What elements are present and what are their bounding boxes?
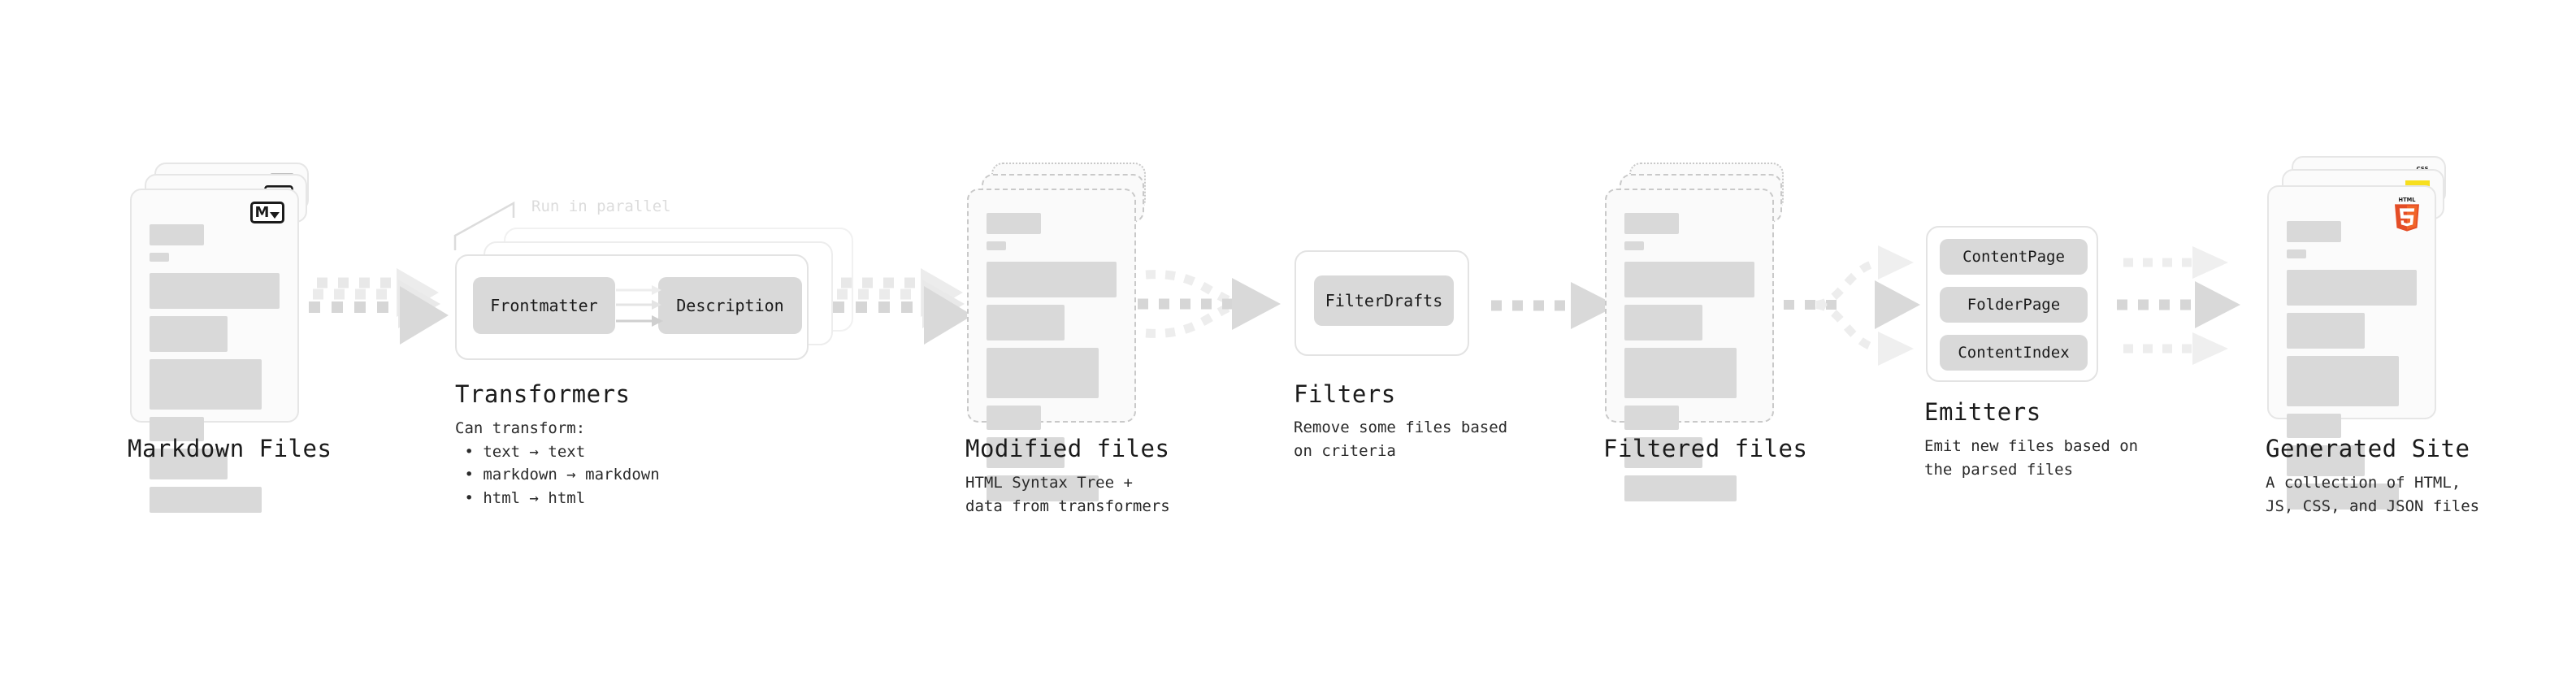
content-bar bbox=[150, 253, 169, 262]
emitters-title: Emitters bbox=[1924, 398, 2041, 426]
content-bar bbox=[150, 449, 228, 479]
html5-icon: HTML bbox=[2395, 197, 2419, 232]
file-content-bars bbox=[2287, 221, 2417, 517]
content-bar bbox=[987, 437, 1065, 468]
content-bar bbox=[987, 262, 1117, 297]
connector-filters-to-filtered bbox=[1491, 282, 1617, 329]
generated-site-subtitle: A collection of HTML, JS, CSS, and JSON … bbox=[2266, 474, 2480, 515]
content-bar bbox=[1624, 348, 1737, 398]
generated-site-title: Generated Site bbox=[2266, 435, 2470, 462]
transformers-title: Transformers bbox=[455, 380, 631, 408]
content-bar bbox=[1624, 262, 1754, 297]
run-in-parallel-bracket bbox=[453, 201, 515, 250]
content-bar bbox=[987, 348, 1099, 398]
content-bar bbox=[150, 487, 262, 513]
run-in-parallel-label: Run in parallel bbox=[531, 197, 671, 215]
content-bar bbox=[2287, 445, 2365, 476]
content-bar bbox=[2287, 249, 2306, 258]
file-content-bars bbox=[987, 213, 1117, 509]
emitter-node-folderpage[interactable]: FolderPage bbox=[1940, 287, 2088, 323]
file-content-bars bbox=[1624, 213, 1754, 509]
content-bar bbox=[987, 305, 1065, 340]
connector-emitters-to-site bbox=[2117, 246, 2240, 365]
modified-file-card-front bbox=[967, 189, 1136, 501]
content-bar bbox=[150, 359, 262, 410]
content-bar bbox=[1624, 241, 1644, 250]
content-bar bbox=[2287, 270, 2417, 306]
generated-file-card-html: HTML bbox=[2267, 185, 2436, 510]
emitter-node-contentpage[interactable]: ContentPage bbox=[1940, 239, 2088, 275]
content-bar bbox=[1624, 475, 1737, 501]
content-bar bbox=[150, 224, 205, 245]
connector-transformers-to-modified bbox=[833, 268, 973, 345]
connector-filtered-to-emitters bbox=[1784, 245, 1920, 366]
content-bar bbox=[1624, 406, 1680, 430]
svg-text:HTML: HTML bbox=[2399, 197, 2417, 203]
emitters-group: ContentPage FolderPage ContentIndex bbox=[1926, 226, 2098, 382]
markdown-icon: M bbox=[250, 202, 284, 223]
transformer-inner-arrows bbox=[616, 285, 663, 327]
markdown-files-stack: M M M bbox=[130, 163, 317, 513]
modified-files-stack bbox=[967, 163, 1154, 501]
emitter-node-contentindex[interactable]: ContentIndex bbox=[1940, 335, 2088, 371]
content-bar bbox=[1624, 305, 1702, 340]
content-bar bbox=[150, 316, 228, 352]
filter-node-filterdrafts[interactable]: FilterDrafts bbox=[1314, 275, 1454, 326]
filtered-file-card-front bbox=[1605, 189, 1774, 501]
transformers-subtitle: Can transform: • text → text • markdown … bbox=[455, 419, 660, 507]
content-bar bbox=[2287, 356, 2399, 406]
markdown-icon-arrow bbox=[270, 211, 280, 219]
content-bar bbox=[150, 417, 205, 441]
file-content-bars bbox=[150, 224, 280, 520]
content-bar bbox=[987, 406, 1042, 430]
content-bar bbox=[987, 475, 1099, 501]
content-bar bbox=[1624, 437, 1702, 468]
filters-title: Filters bbox=[1294, 380, 1396, 408]
filters-subtitle: Remove some files based on criteria bbox=[1294, 419, 1508, 460]
content-bar bbox=[2287, 414, 2342, 438]
content-bar bbox=[150, 273, 280, 309]
filtered-files-title: Filtered files bbox=[1603, 435, 1808, 462]
markdown-files-title: Markdown Files bbox=[128, 435, 332, 462]
connector-md-to-transformers bbox=[309, 268, 449, 345]
transformer-node-description[interactable]: Description bbox=[658, 277, 802, 334]
emitters-subtitle: Emit new files based on the parsed files bbox=[1924, 437, 2139, 479]
connector-modified-to-filters bbox=[1138, 270, 1281, 338]
filters-group: FilterDrafts bbox=[1295, 250, 1469, 356]
content-bar bbox=[2287, 221, 2342, 242]
transformer-node-frontmatter[interactable]: Frontmatter bbox=[473, 277, 615, 334]
markdown-icon-letter: M bbox=[254, 203, 270, 221]
content-bar bbox=[1624, 213, 1680, 234]
filtered-files-stack bbox=[1605, 163, 1792, 501]
content-bar bbox=[2287, 484, 2399, 510]
transformers-group: Frontmatter Description bbox=[455, 254, 809, 360]
content-bar bbox=[987, 241, 1006, 250]
modified-files-subtitle: HTML Syntax Tree + data from transformer… bbox=[965, 474, 1170, 515]
modified-files-title: Modified files bbox=[965, 435, 1170, 462]
content-bar bbox=[2287, 313, 2365, 349]
markdown-file-card-front: M bbox=[130, 189, 299, 513]
content-bar bbox=[987, 213, 1042, 234]
generated-site-stack: CSS HTML bbox=[2267, 156, 2462, 510]
